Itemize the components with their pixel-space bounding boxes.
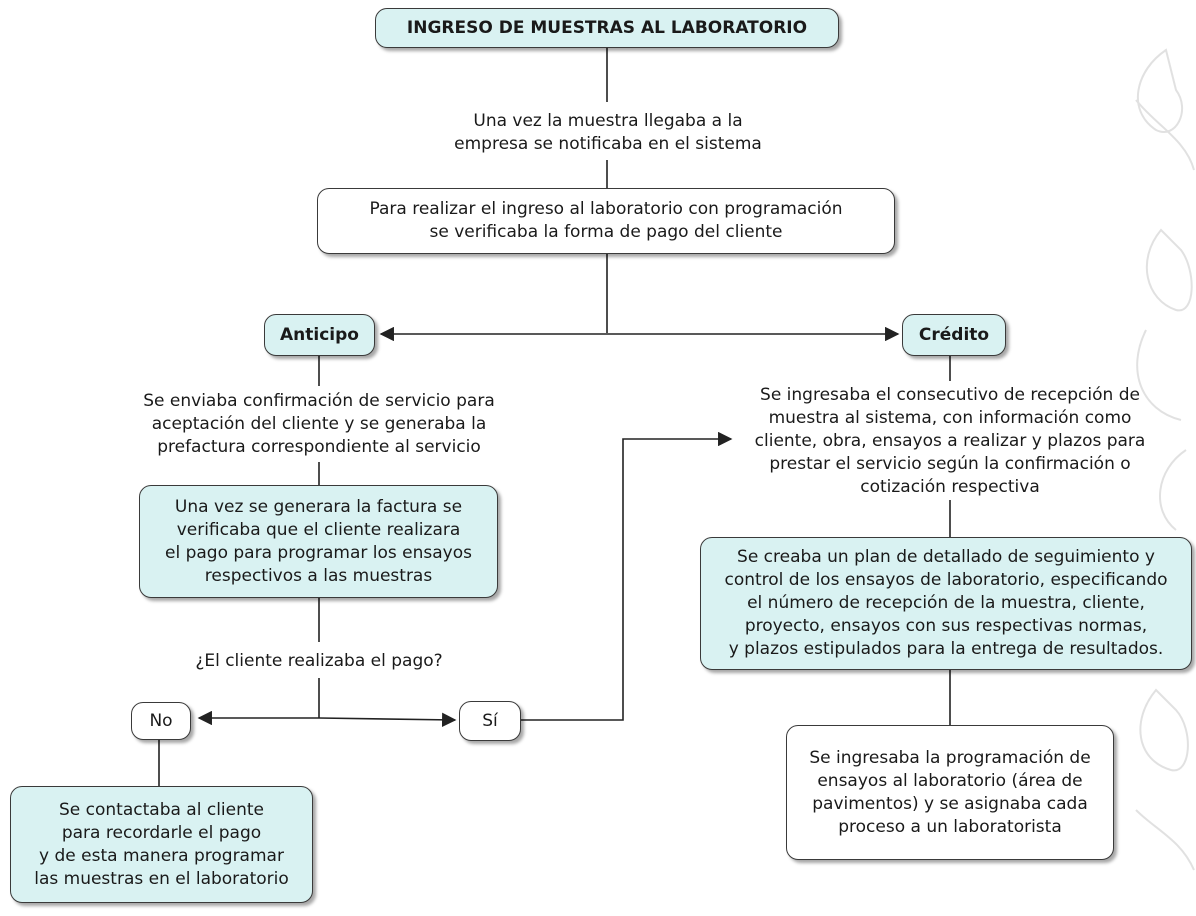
title-box: INGRESO DE MUESTRAS AL LABORATORIO: [375, 8, 839, 48]
notice-text: Una vez la muestra llegaba a la empresa …: [454, 111, 762, 154]
contact-client-box: Se contactaba al cliente para recordarle…: [10, 786, 313, 903]
arrow-si-to-credito-register: [521, 431, 733, 721]
no-box: No: [131, 702, 191, 740]
credito-register-text: Se ingresaba el consecutivo de recepción…: [754, 385, 1146, 497]
verify-payment-box: Para realizar el ingreso al laboratorio …: [317, 188, 895, 254]
payment-question-text: ¿El cliente realizaba el pago?: [195, 651, 443, 671]
invoice-box: Una vez se generara la factura se verifi…: [139, 485, 498, 598]
credito-box: Crédito: [902, 314, 1006, 356]
anticipo-box: Anticipo: [264, 314, 375, 356]
si-box: Sí: [459, 701, 521, 741]
arrow-to-si: [318, 712, 457, 728]
schedule-box: Se ingresaba la programación de ensayos …: [786, 725, 1114, 860]
confirmation-text: Se enviaba confirmación de servicio para…: [143, 391, 495, 457]
tracking-plan-box: Se creaba un plan de detallado de seguim…: [700, 537, 1192, 670]
